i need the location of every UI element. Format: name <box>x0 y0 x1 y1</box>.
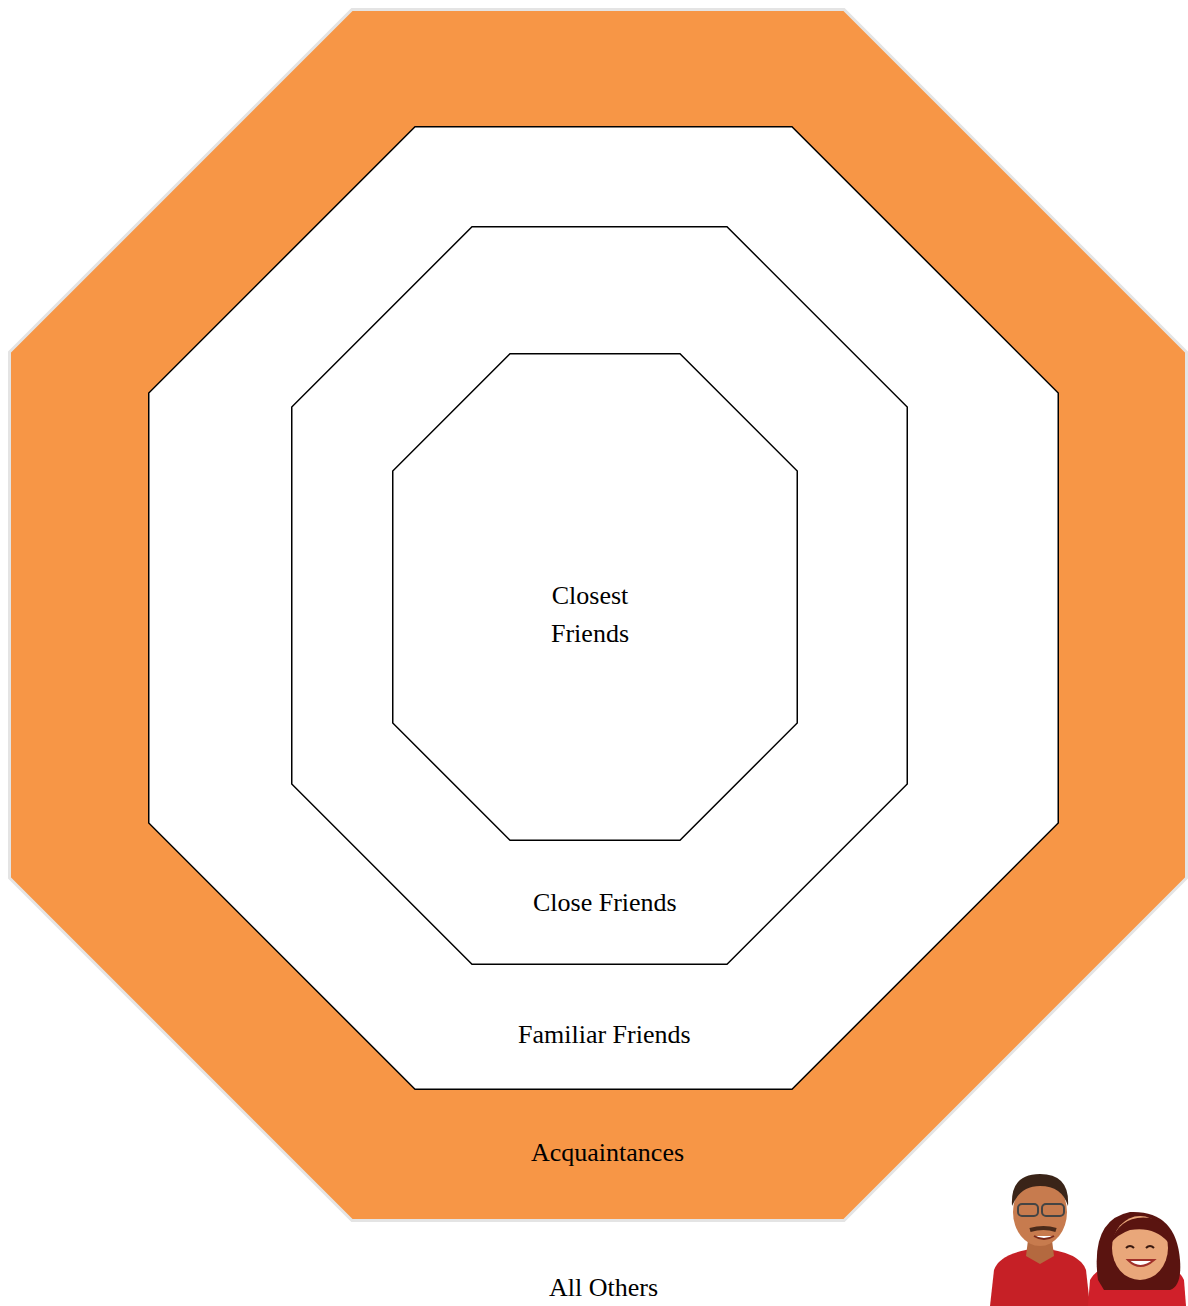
man-glasses <box>1018 1204 1038 1216</box>
man-mustache <box>1030 1228 1056 1230</box>
woman-eye <box>1126 1246 1134 1248</box>
octagon-shape <box>149 127 1059 1090</box>
ring-label: Familiar Friends <box>518 1020 691 1050</box>
octagon-shape <box>292 227 908 965</box>
ring-label: Close Friends <box>533 888 677 918</box>
ring-label: Acquaintances <box>531 1138 684 1168</box>
octagon-shape <box>393 354 798 841</box>
close-friends-band: Close Friends Closest Friends <box>291 226 908 965</box>
acquaintances-band: Acquaintances Familiar Friends Close Frien… <box>8 8 1188 1222</box>
woman-hair <box>1110 1218 1168 1244</box>
outside-label: All Others <box>549 1274 658 1302</box>
people-illustration <box>970 1160 1188 1306</box>
ring-label: Closest Friends <box>525 577 655 653</box>
woman-hair <box>1097 1212 1181 1290</box>
woman-mouth <box>1128 1260 1154 1266</box>
familiar-friends-band: Familiar Friends Close Friends Closest Fri… <box>148 126 1059 1090</box>
man-hair <box>1012 1174 1068 1206</box>
octagon-shape <box>10 10 1187 1221</box>
woman-eye <box>1146 1246 1154 1248</box>
man-mouth <box>1034 1236 1054 1239</box>
closest-friends-core: Closest Friends <box>392 353 798 841</box>
man-glasses <box>1042 1204 1064 1216</box>
